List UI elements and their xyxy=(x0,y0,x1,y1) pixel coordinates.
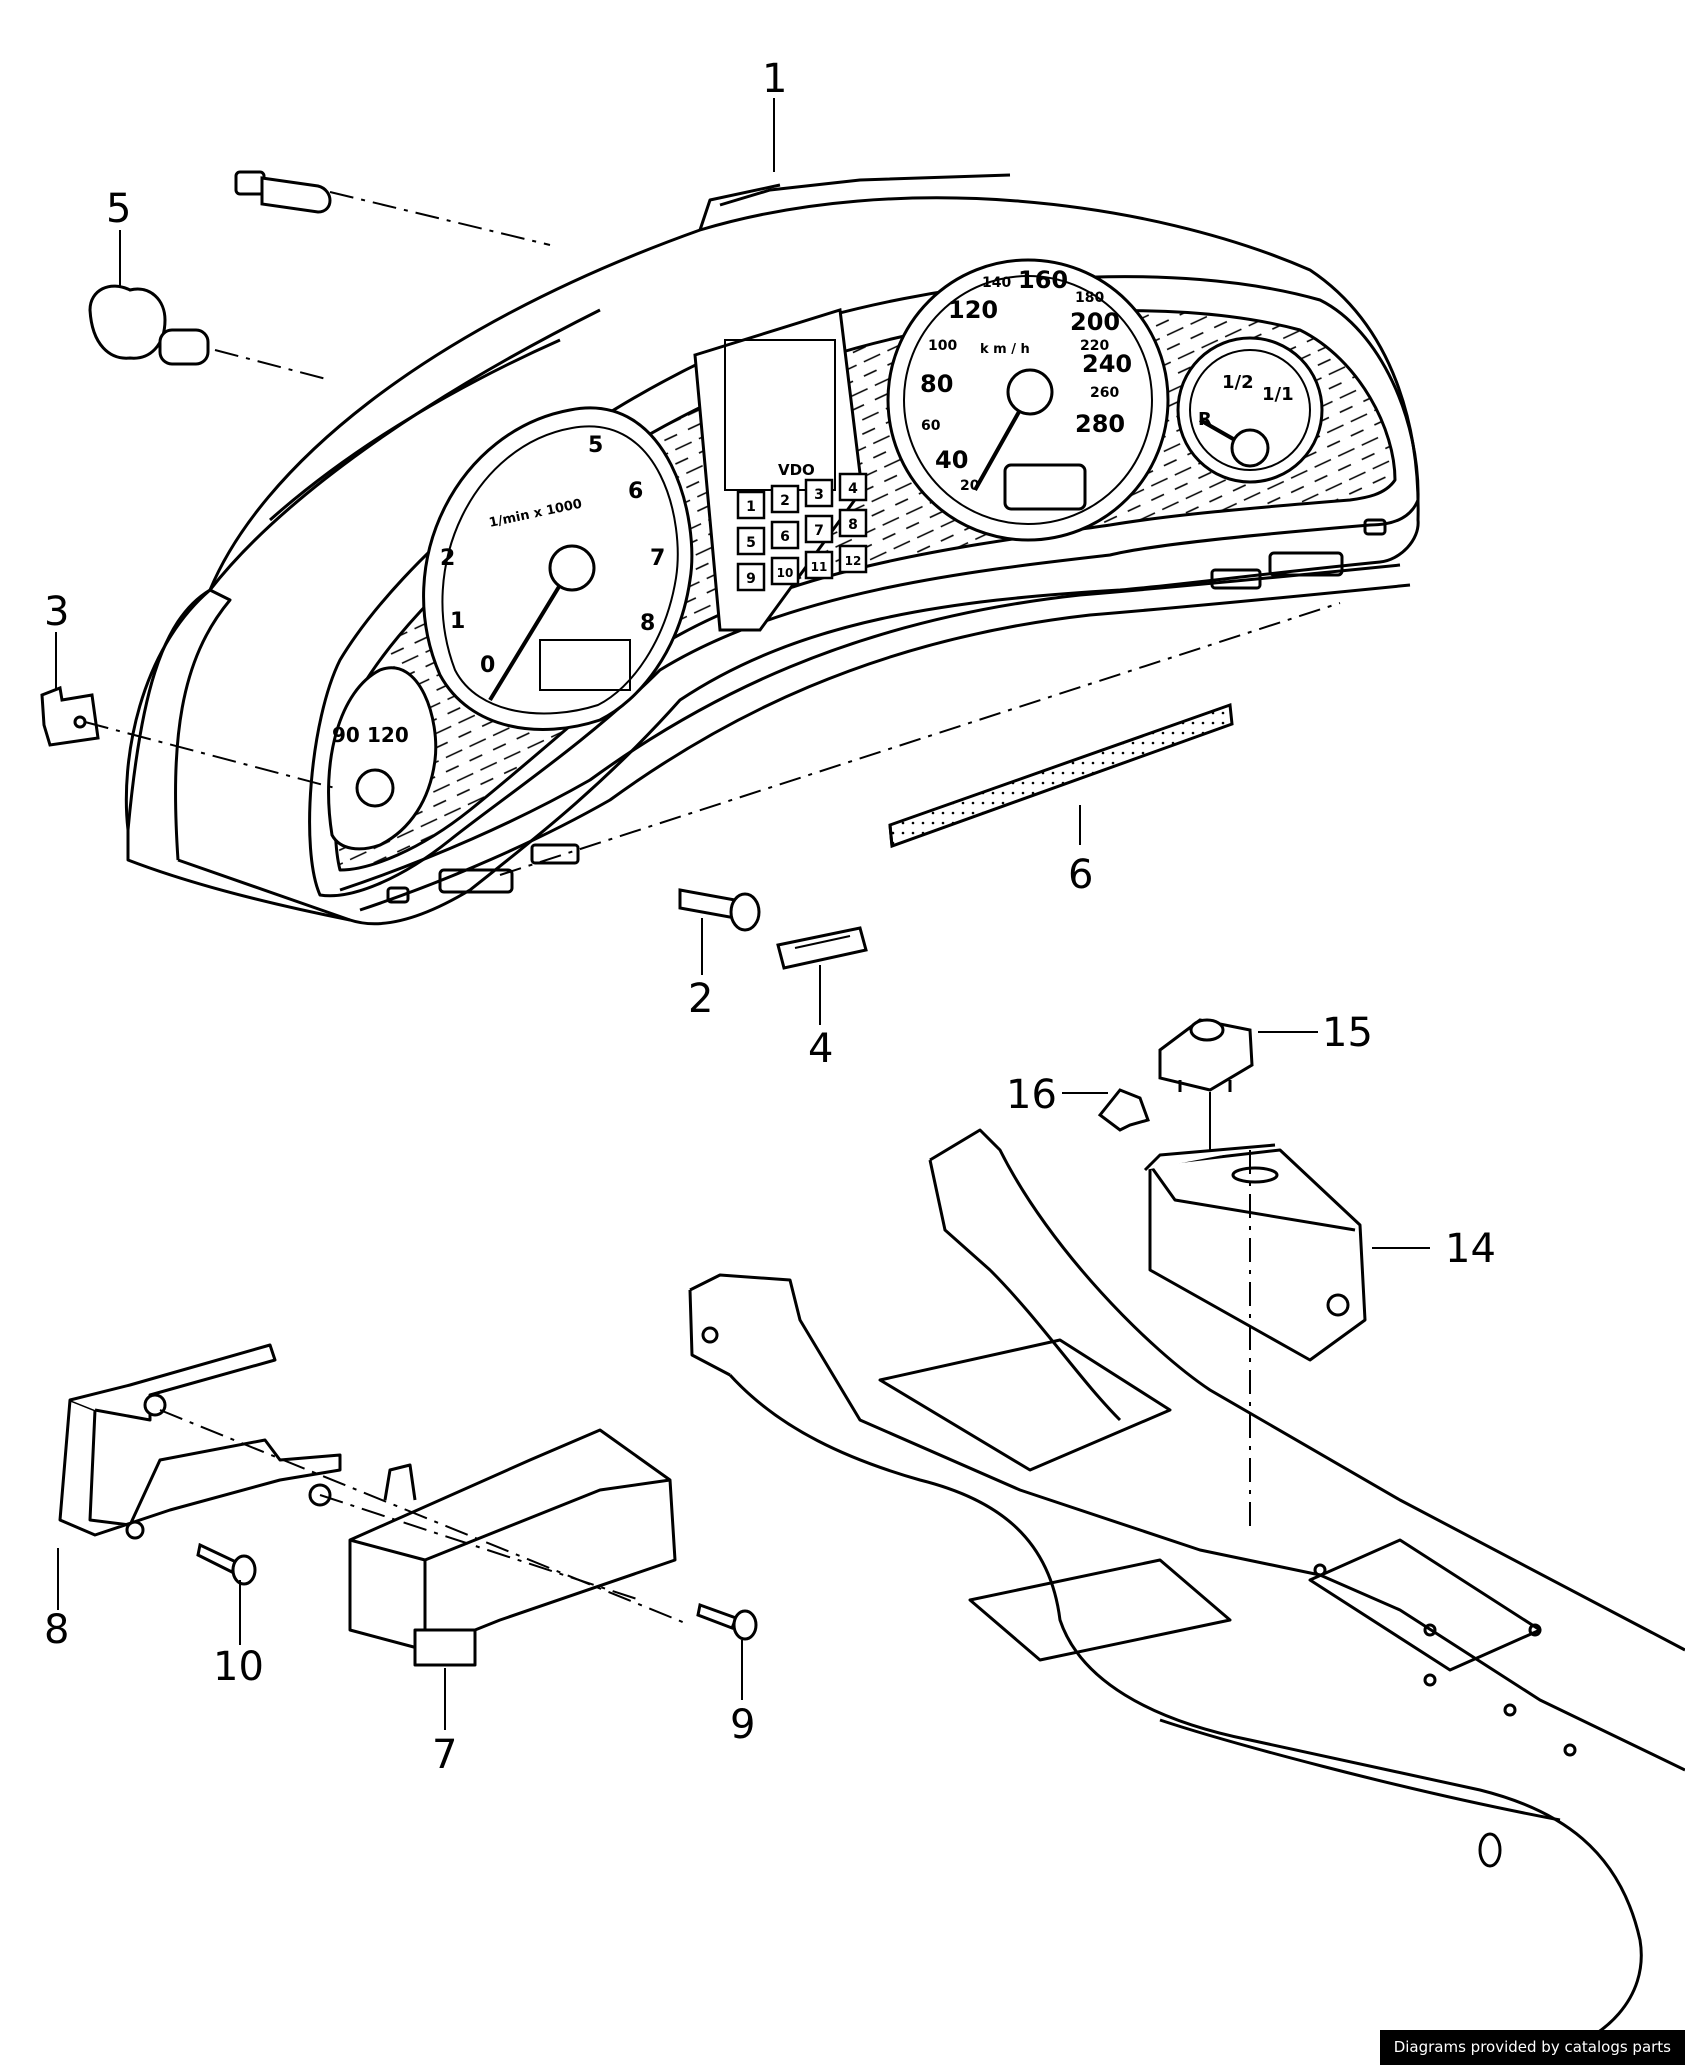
alignment-lines xyxy=(84,191,1251,1626)
temp-label: 120 xyxy=(367,723,409,747)
speedo-tick-label: 20 xyxy=(960,478,980,494)
speedo-scale: 20 40 60 80 100 120 140 160 180 200 220 … xyxy=(920,266,1132,494)
fuel-label: 1/2 xyxy=(1222,372,1254,393)
relay-part-7 xyxy=(348,1428,677,1667)
tacho-tick-label: 0 xyxy=(480,653,495,678)
speedo-tick-label: 60 xyxy=(921,418,941,434)
switch-part-15 xyxy=(1158,1018,1254,1092)
panel-brand: VDO xyxy=(778,461,815,479)
fuel-label: 1/1 xyxy=(1262,384,1294,405)
temp-label: 90 xyxy=(332,723,360,747)
callout-15: 15 xyxy=(1322,1010,1373,1056)
warning-lamp xyxy=(804,550,834,580)
speedometer xyxy=(886,258,1170,542)
speedo-tick-label: 160 xyxy=(1018,266,1068,294)
speedo-tick-label: 220 xyxy=(1080,338,1109,354)
tacho-tick-label: 6 xyxy=(628,479,643,504)
temperature-gauge xyxy=(327,666,438,851)
speedo-tick-label: 120 xyxy=(948,296,998,324)
speedo-unit: k m / h xyxy=(980,342,1030,357)
warning-lamp-number: 7 xyxy=(814,523,824,539)
fuel-gauge xyxy=(1176,336,1324,484)
tacho-tick-label: 1 xyxy=(450,609,465,634)
foam-strip-part-6 xyxy=(888,702,1234,849)
clip-part-16 xyxy=(1097,1088,1150,1132)
speedo-tick-label: 80 xyxy=(920,370,953,398)
warning-lamp-number: 5 xyxy=(746,535,756,551)
callout-labels: 1 2 3 4 5 6 7 8 9 10 14 15 16 xyxy=(44,56,1496,1778)
callout-1: 1 xyxy=(762,56,787,102)
warning-lamp xyxy=(736,490,766,520)
warning-lamp-number: 12 xyxy=(845,554,862,568)
warning-lamp xyxy=(770,520,800,550)
callout-3: 3 xyxy=(44,589,69,635)
bracket-part-8 xyxy=(58,1343,342,1540)
speedo-tick-label: 260 xyxy=(1090,385,1119,401)
callout-9: 9 xyxy=(730,1702,755,1748)
speedo-tick-label: 180 xyxy=(1075,290,1104,306)
speedo-tick-label: 40 xyxy=(935,446,968,474)
bulb-part xyxy=(234,170,332,214)
warning-lamp xyxy=(804,514,834,544)
warning-lamp xyxy=(736,526,766,556)
callout-2: 2 xyxy=(688,976,713,1022)
warning-lamp xyxy=(770,556,800,586)
tachometer xyxy=(422,406,694,731)
tacho-tick-label: 5 xyxy=(588,433,603,458)
callout-6: 6 xyxy=(1068,852,1093,898)
speedo-tick-label: 200 xyxy=(1070,308,1120,336)
center-console xyxy=(688,1128,1685,2052)
tacho-tick-label: 2 xyxy=(440,546,455,571)
screw-part-2 xyxy=(678,888,761,932)
warning-lamp-number: 3 xyxy=(814,487,824,503)
speedo-tick-label: 140 xyxy=(982,275,1011,291)
connector-part-4 xyxy=(776,926,868,970)
warning-lamp xyxy=(804,478,834,508)
callout-8: 8 xyxy=(44,1607,69,1653)
temp-scale: 90 120 xyxy=(332,723,409,747)
warning-lamp xyxy=(770,484,800,514)
leader-lines xyxy=(55,98,1430,1730)
callout-4: 4 xyxy=(808,1026,833,1072)
tacho-tick-label: 8 xyxy=(640,611,655,636)
warning-lamp-number: 4 xyxy=(848,481,858,497)
warning-lamp-number: 9 xyxy=(746,571,756,587)
speedo-tick-label: 280 xyxy=(1075,410,1125,438)
screw-part-9 xyxy=(696,1602,758,1641)
warning-lamp-number: 2 xyxy=(780,493,790,509)
warning-lamp xyxy=(838,544,868,574)
callout-10: 10 xyxy=(213,1644,264,1690)
speedo-tick-label: 100 xyxy=(928,338,957,354)
warning-lamp-number: 6 xyxy=(780,529,790,545)
footer-credit: Diagrams provided by catalogs parts xyxy=(1379,2030,1685,2065)
screw-part-10 xyxy=(196,1542,257,1586)
fuel-scale: R 1/2 1/1 xyxy=(1198,372,1294,430)
housing-part-14 xyxy=(1143,1143,1367,1362)
bulb-holder-part-5 xyxy=(88,284,210,366)
warning-lamp xyxy=(838,472,868,502)
fuel-label: R xyxy=(1198,409,1212,430)
callout-5: 5 xyxy=(106,186,131,232)
warning-lamp-number: 1 xyxy=(746,499,756,515)
warning-lamp-number: 10 xyxy=(777,566,794,580)
callout-7: 7 xyxy=(432,1732,457,1778)
warning-lamp-number: 11 xyxy=(811,560,828,574)
clip-part-3 xyxy=(40,685,100,747)
warning-lamp-number: 8 xyxy=(848,517,858,533)
tacho-tick-label: 7 xyxy=(650,546,665,571)
callout-14: 14 xyxy=(1445,1226,1496,1272)
warning-lamp xyxy=(838,508,868,538)
speedo-tick-label: 240 xyxy=(1082,350,1132,378)
callout-16: 16 xyxy=(1006,1072,1057,1118)
warning-lamp xyxy=(736,562,766,592)
